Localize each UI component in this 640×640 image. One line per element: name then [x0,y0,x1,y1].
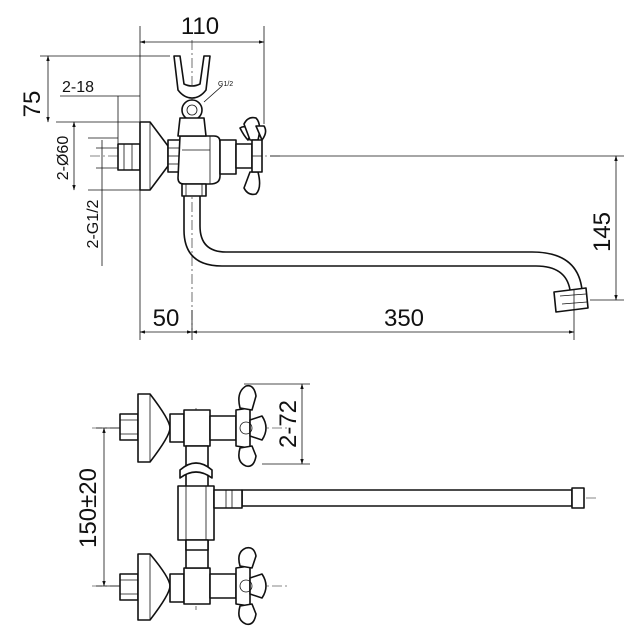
dim-spout-length: 350 [384,305,424,332]
dim-center-distance: 150±20 [75,468,102,548]
upper-cross-handle [209,384,267,468]
spout-front [241,487,585,509]
lower-cross-handle [209,546,267,626]
dim-offset: 50 [153,305,180,332]
upper-inlet [119,393,185,463]
dim-handle-spacing: 2-72 [275,400,302,448]
dim-flange-diameter: 2-Ø60 [55,136,72,181]
dim-top-width: 110 [181,13,219,40]
dim-pipe-end: 2-18 [62,79,94,96]
dim-thread: 2-G1/2 [85,199,102,248]
side-view: G1/2 110 2-18 [19,13,624,340]
body-column [177,409,243,605]
spout [183,189,589,313]
wall-eccentric [117,121,169,191]
lower-inlet [119,553,185,621]
dim-body-height: 75 [19,91,46,118]
dim-spout-height: 145 [589,212,616,252]
front-view: 2-72 150±20 [75,383,596,626]
shower-holder: G1/2 [173,55,233,137]
holder-thread-label: G1/2 [218,81,233,88]
mixer-body [177,135,237,197]
cross-handle [235,116,267,196]
